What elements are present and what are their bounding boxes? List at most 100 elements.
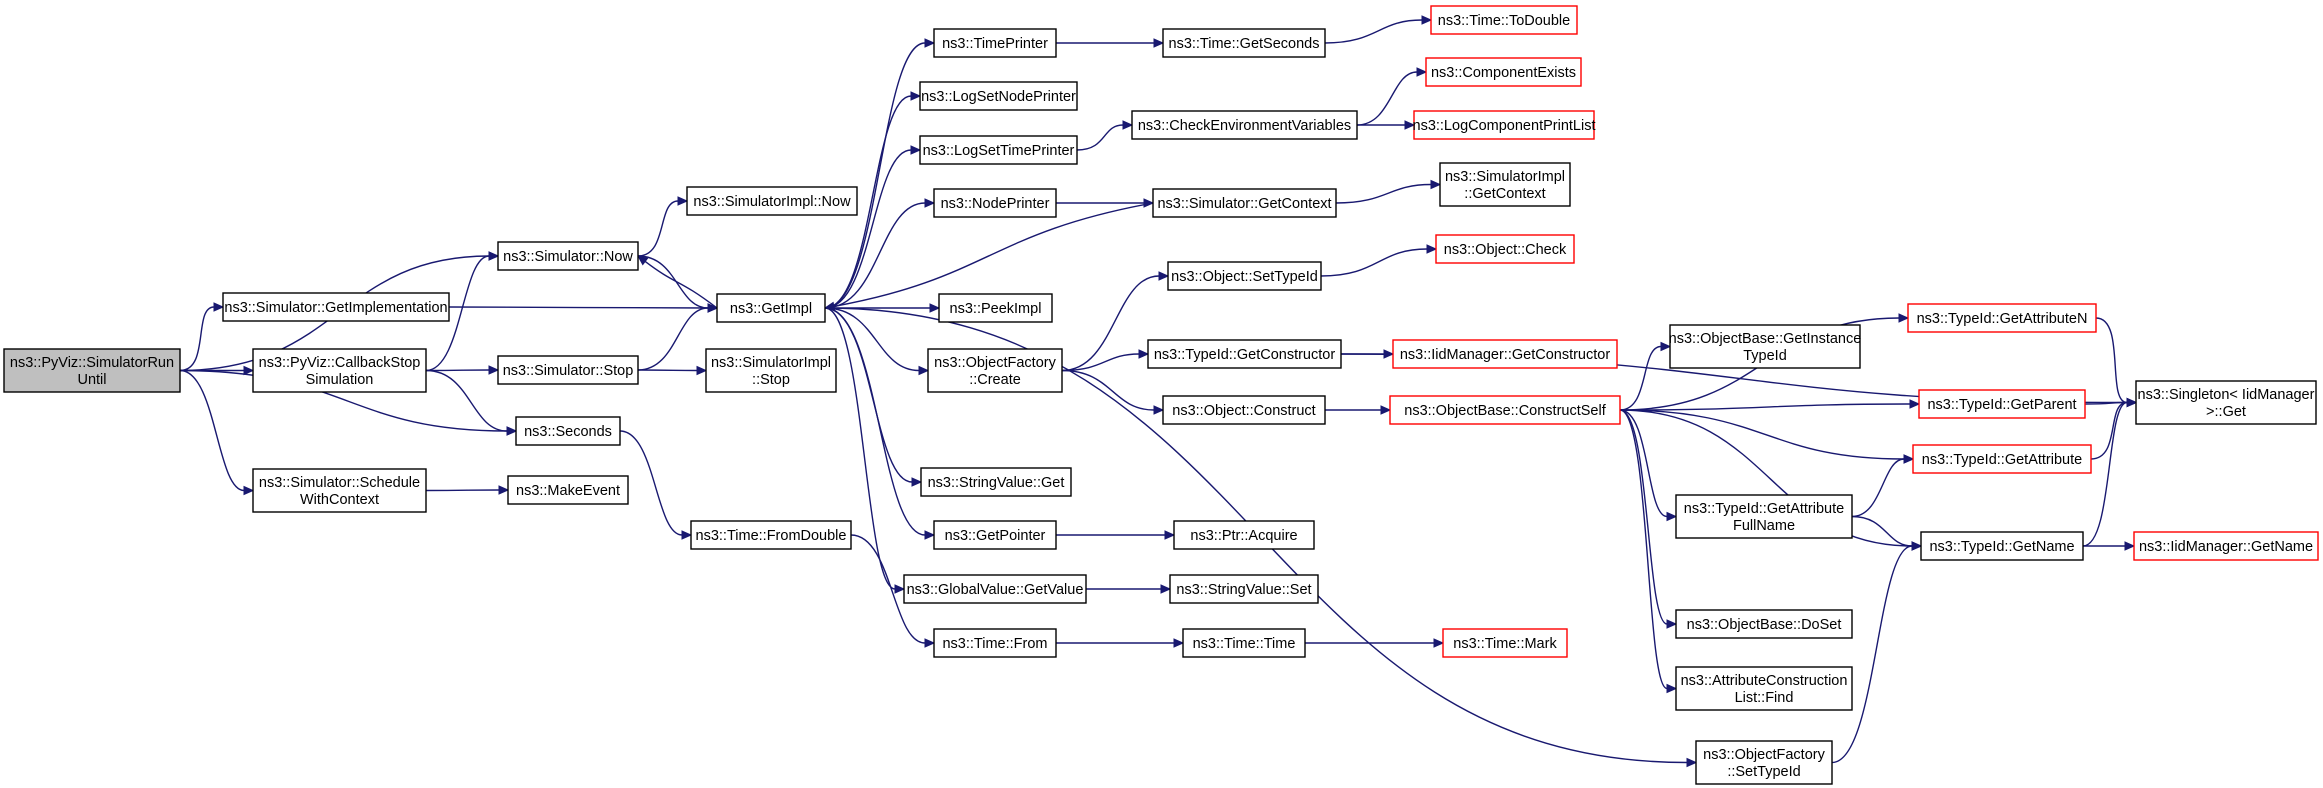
node-ofcreate[interactable]: ns3::ObjectFactory::Create [927,348,1063,393]
node-peek[interactable]: ns3::PeekImpl [938,293,1053,323]
function-nodes: ns3::PyViz::SimulatorRunUntilns3::Simula… [3,5,2319,785]
node-makeevent[interactable]: ns3::MakeEvent [507,475,629,505]
node-getimpl2[interactable]: ns3::GetImpl [716,293,826,323]
node-label: >::Get [2206,404,2246,420]
call-edge [425,485,510,495]
node-settid[interactable]: ns3::Object::SetTypeId [1167,261,1322,291]
arrowhead [1160,584,1172,594]
node-compex[interactable]: ns3::ComponentExists [1425,57,1582,87]
node-box [1920,531,2084,561]
edge-line [425,255,490,372]
node-box [1439,162,1571,207]
node-label: ns3::Time::Mark [1453,636,1557,652]
edge-line [1335,183,1432,204]
node-implctx[interactable]: ns3::SimulatorImpl::GetContext [1439,162,1571,207]
node-implstop[interactable]: ns3::SimulatorImpl::Stop [705,348,837,393]
node-tfrom[interactable]: ns3::Time::From [933,628,1057,658]
call-edge [824,307,930,376]
call-edge [1076,120,1134,151]
node-fromdbl[interactable]: ns3::Time::FromDouble [690,520,852,550]
node-todouble[interactable]: ns3::Time::ToDouble [1430,5,1578,35]
node-logcomp[interactable]: ns3::LogComponentPrintList [1413,110,1596,140]
node-box [919,81,1078,111]
node-implnow[interactable]: ns3::SimulatorImpl::Now [686,186,858,216]
call-edge [1056,38,1165,48]
call-edge [179,369,255,496]
node-ttime[interactable]: ns3::Time::Time [1182,628,1306,658]
node-getparent[interactable]: ns3::TypeId::GetParent [1918,389,2086,419]
node-label: ns3::PyViz::SimulatorRun [10,355,174,371]
call-edge [1357,120,1416,130]
arrowhead [1898,313,1910,323]
edge-line [637,369,698,372]
node-getimpl[interactable]: ns3::Simulator::GetImplementation [222,292,450,322]
node-gvget[interactable]: ns3::GlobalValue::GetValue [903,574,1087,604]
node-getsec[interactable]: ns3::Time::GetSeconds [1162,28,1326,58]
node-acquire[interactable]: ns3::Ptr::Acquire [1173,520,1315,550]
node-ocheck[interactable]: ns3::Object::Check [1435,234,1575,264]
node-iidname[interactable]: ns3::IidManager::GetName [2133,531,2319,561]
edge-line [824,149,912,309]
edge-line [1851,515,1913,547]
node-strget[interactable]: ns3::StringValue::Get [920,467,1072,497]
node-getname[interactable]: ns3::TypeId::GetName [1920,531,2084,561]
arrowhead [1143,198,1155,208]
node-box [1675,494,1853,539]
node-getattrn[interactable]: ns3::TypeId::GetAttributeN [1907,303,2097,333]
call-edge [637,365,708,376]
call-edge [637,196,689,257]
node-cself[interactable]: ns3::ObjectBase::ConstructSelf [1389,395,1621,425]
node-label: ::SetTypeId [1727,764,1800,780]
node-tmark[interactable]: ns3::Time::Mark [1442,628,1568,658]
call-edge [1335,179,1442,204]
node-box [1675,666,1853,711]
node-singleton[interactable]: ns3::Singleton< IidManager>::Get [2135,380,2317,425]
arrowhead [213,302,225,312]
node-label: ns3::LogComponentPrintList [1413,118,1596,134]
node-getptr[interactable]: ns3::GetPointer [933,520,1057,550]
arrowhead [1173,638,1185,648]
call-edge [637,303,719,371]
node-simnow[interactable]: ns3::Simulator::Now [497,241,639,271]
node-getattr[interactable]: ns3::TypeId::GetAttribute [1912,444,2092,474]
call-edge [824,91,922,309]
arrowhead [1433,638,1445,648]
call-edge [1061,271,1170,372]
edge-line [1619,345,1662,411]
node-label: ns3::Simulator::Now [503,249,633,265]
node-lognode[interactable]: ns3::LogSetNodePrinter [919,81,1078,111]
node-ofsettid[interactable]: ns3::ObjectFactory::SetTypeId [1695,740,1833,785]
node-box [1392,339,1618,369]
node-construct[interactable]: ns3::Object::Construct [1162,395,1326,425]
node-iidctor[interactable]: ns3::IidManager::GetConstructor [1392,339,1618,369]
call-edge [2082,397,2138,547]
call-edge [2095,317,2138,408]
node-getctx[interactable]: ns3::Simulator::GetContext [1152,188,1337,218]
edge-line [644,260,718,309]
node-seconds[interactable]: ns3::Seconds [515,416,621,446]
node-label: ::GetContext [1464,186,1545,202]
node-label: ns3::Simulator::GetContext [1157,196,1331,212]
arrowhead [1666,683,1678,694]
node-logtime[interactable]: ns3::LogSetTimePrinter [919,135,1078,165]
edge-line [2084,401,2128,405]
node-checkenv[interactable]: ns3::CheckEnvironmentVariables [1131,110,1358,140]
arrowhead [1426,244,1438,254]
edge-line [1851,458,1905,518]
edge-line [1619,403,1911,411]
node-strset[interactable]: ns3::StringValue::Set [1169,574,1319,604]
node-box [1669,324,1861,369]
node-simstop[interactable]: ns3::Simulator::Stop [497,355,639,385]
node-doset[interactable]: ns3::ObjectBase::DoSet [1675,609,1853,639]
node-tprinter[interactable]: ns3::TimePrinter [933,28,1057,58]
arrowhead [910,145,922,155]
node-getctor[interactable]: ns3::TypeId::GetConstructor [1147,339,1342,369]
node-nodeprn[interactable]: ns3::NodePrinter [933,188,1057,218]
